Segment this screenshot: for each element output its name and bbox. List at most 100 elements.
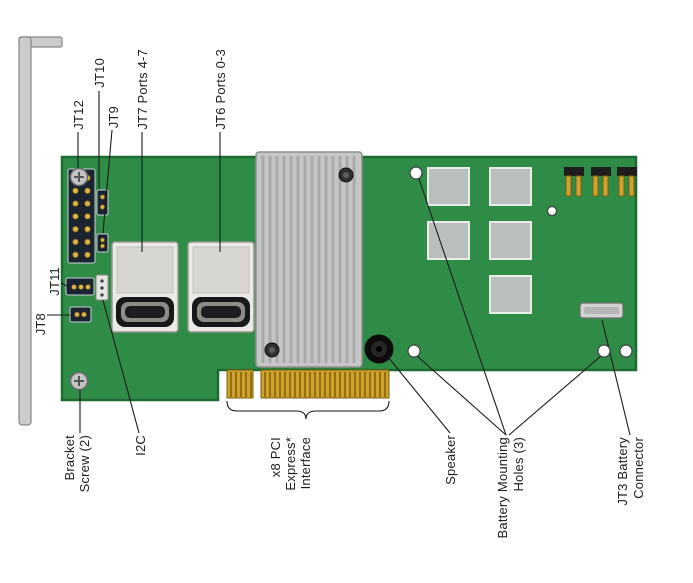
label-jt7-ports: JT7 Ports 4-7 bbox=[135, 49, 150, 130]
battery-mounting-hole bbox=[407, 344, 421, 358]
jt11-pin bbox=[85, 284, 91, 290]
pin-header-cap bbox=[564, 167, 584, 176]
battery-mounting-hole bbox=[597, 344, 611, 358]
jt12-pin bbox=[72, 225, 79, 233]
label-bracket-screw-line2: Screw (2) bbox=[77, 435, 92, 493]
i2c-pin bbox=[100, 279, 104, 283]
label-bracket-screw-line1: Bracket bbox=[62, 435, 77, 481]
label-jt6-ports: JT6 Ports 0-3 bbox=[213, 49, 228, 130]
jt12-pin bbox=[84, 187, 91, 194]
heatsink bbox=[255, 151, 363, 368]
pin-headers bbox=[564, 167, 637, 197]
jt6-slot-opening bbox=[201, 306, 241, 318]
i2c-pin bbox=[100, 286, 104, 290]
heatsink-screw-top-center bbox=[343, 172, 349, 178]
jt9-header bbox=[96, 233, 109, 253]
leader-jt11 bbox=[60, 282, 68, 287]
jt12-pin bbox=[72, 238, 79, 246]
pin-header-cap bbox=[591, 167, 611, 176]
pcie-brace bbox=[226, 400, 390, 420]
pin-header-pin bbox=[628, 175, 635, 197]
label-pcie-line2: Express* bbox=[283, 437, 298, 491]
label-jt3-line1: JT3 Battery bbox=[615, 437, 630, 506]
jt3-battery-connector bbox=[579, 302, 624, 319]
jt12-pin bbox=[84, 213, 91, 220]
bracket-strip bbox=[18, 36, 32, 426]
jt12-pin bbox=[84, 225, 91, 233]
jt6-sas-connector bbox=[187, 241, 255, 333]
label-battery-line1: Battery Mounting bbox=[495, 437, 510, 539]
label-jt10: JT10 bbox=[92, 58, 107, 88]
via-hole bbox=[546, 205, 558, 217]
leader-battery-hole-right bbox=[508, 355, 602, 436]
jt8-header bbox=[69, 306, 92, 323]
pin-header-pin bbox=[602, 175, 609, 197]
jt11-pins bbox=[71, 284, 91, 290]
pin-header-pin bbox=[575, 175, 582, 197]
speaker bbox=[364, 334, 394, 364]
label-speaker: Speaker bbox=[443, 435, 458, 485]
jt11-pin bbox=[78, 284, 84, 290]
jt8-pin bbox=[74, 311, 80, 318]
label-jt11: JT11 bbox=[47, 267, 62, 296]
speaker-hole bbox=[376, 346, 382, 352]
smd-chips bbox=[427, 167, 532, 314]
jt9-body bbox=[96, 233, 109, 253]
leader-i2c bbox=[102, 299, 140, 434]
mounting-hole bbox=[619, 344, 633, 358]
leader-speaker bbox=[387, 356, 451, 434]
jt10-pin bbox=[99, 194, 106, 200]
i2c-connector bbox=[95, 274, 109, 301]
label-i2c: I2C bbox=[133, 435, 148, 456]
label-pcie-line3: Interface bbox=[298, 437, 313, 490]
smd-chip bbox=[489, 167, 532, 206]
jt12-pin bbox=[84, 251, 91, 258]
jt12-pins bbox=[72, 174, 91, 258]
jt12-pin bbox=[84, 200, 91, 207]
jt3-inner bbox=[584, 307, 619, 314]
jt7-sas-connector bbox=[111, 241, 179, 333]
leader-lines bbox=[47, 91, 631, 436]
label-jt9: JT9 bbox=[106, 105, 121, 128]
smd-chip bbox=[489, 221, 532, 260]
jt7-slot-opening bbox=[125, 306, 165, 318]
jt12-pin bbox=[72, 213, 79, 220]
smd-chip bbox=[489, 275, 532, 314]
label-battery-line2: Holes (3) bbox=[511, 437, 526, 492]
jt12-pin bbox=[72, 187, 79, 194]
mounting-holes bbox=[407, 166, 633, 358]
jt9-pin bbox=[100, 237, 105, 243]
leader-jt9 bbox=[102, 129, 113, 234]
label-jt12: JT12 bbox=[71, 100, 86, 130]
leader-battery-hole-top bbox=[418, 178, 507, 436]
pin-header-pin bbox=[618, 175, 625, 197]
jt10-pin bbox=[99, 204, 106, 210]
jt11-pin bbox=[71, 284, 77, 290]
leader-battery-hole-left bbox=[416, 355, 507, 436]
jt12-header bbox=[67, 168, 96, 264]
jt7-top-panel bbox=[116, 246, 174, 294]
label-jt3-line2: Connector bbox=[631, 437, 646, 499]
jt8-pin bbox=[81, 311, 87, 318]
bracket-screws bbox=[69, 167, 89, 391]
mounting-bracket bbox=[18, 36, 63, 426]
jt6-top-panel bbox=[192, 246, 250, 294]
label-jt8: JT8 bbox=[33, 312, 48, 335]
i2c-pin bbox=[100, 293, 104, 297]
heatsink-fins bbox=[261, 156, 356, 363]
jt12-pin bbox=[72, 200, 79, 207]
smd-chip bbox=[427, 221, 470, 260]
jt8-body bbox=[69, 306, 92, 323]
pcie-gold-fingers bbox=[230, 372, 386, 397]
pin-header-pin bbox=[565, 175, 572, 197]
heatsink-screw-bottom-center bbox=[269, 347, 275, 353]
pin-header-pin bbox=[592, 175, 599, 197]
battery-mounting-hole bbox=[409, 166, 423, 180]
jt11-header bbox=[65, 277, 95, 296]
leader-jt3 bbox=[601, 319, 631, 436]
pcie-edge-connector bbox=[226, 369, 390, 399]
pin-header-cap bbox=[617, 167, 637, 176]
jt12-pin bbox=[84, 238, 91, 246]
